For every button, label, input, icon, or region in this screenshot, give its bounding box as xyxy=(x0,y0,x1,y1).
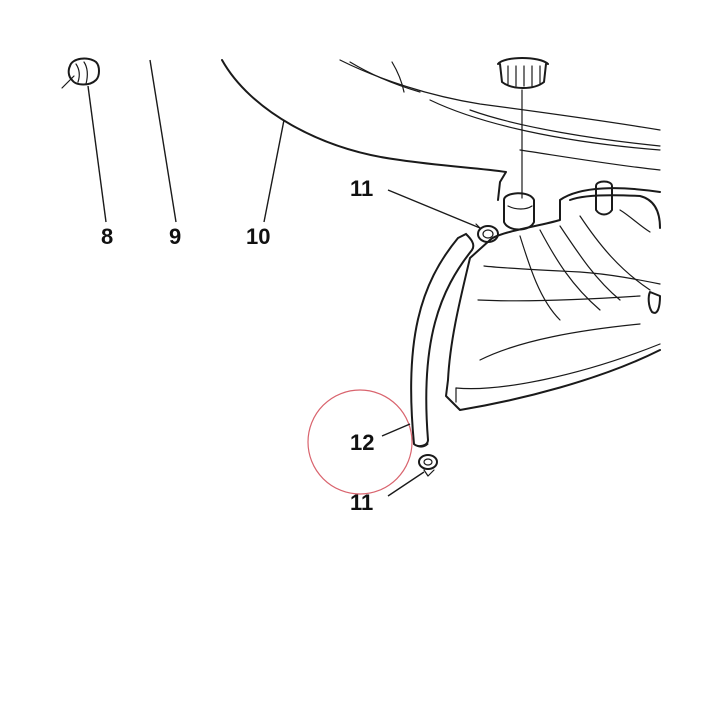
hose-12 xyxy=(410,232,475,448)
reservoir-tank xyxy=(445,180,661,411)
label-part-9: 9 xyxy=(169,224,181,249)
label-part-11-upper: 11 xyxy=(350,176,373,201)
label-part-11-lower: 11 xyxy=(350,490,373,515)
label-part-8: 8 xyxy=(101,224,113,249)
clamp-11-lower xyxy=(418,454,438,477)
leader-9 xyxy=(149,59,177,223)
leader-8 xyxy=(87,85,107,223)
part-10-body xyxy=(221,59,661,201)
label-part-12: 12 xyxy=(350,430,374,455)
clamp-11-upper xyxy=(475,223,499,243)
leader-12 xyxy=(381,423,411,437)
filler-cap xyxy=(497,57,549,199)
leader-11-upper xyxy=(387,189,481,229)
leader-11-lower xyxy=(387,471,425,497)
label-part-10: 10 xyxy=(246,224,270,249)
part-8-plug xyxy=(61,57,100,89)
highlight-circle xyxy=(307,389,413,495)
leader-10 xyxy=(263,119,285,223)
